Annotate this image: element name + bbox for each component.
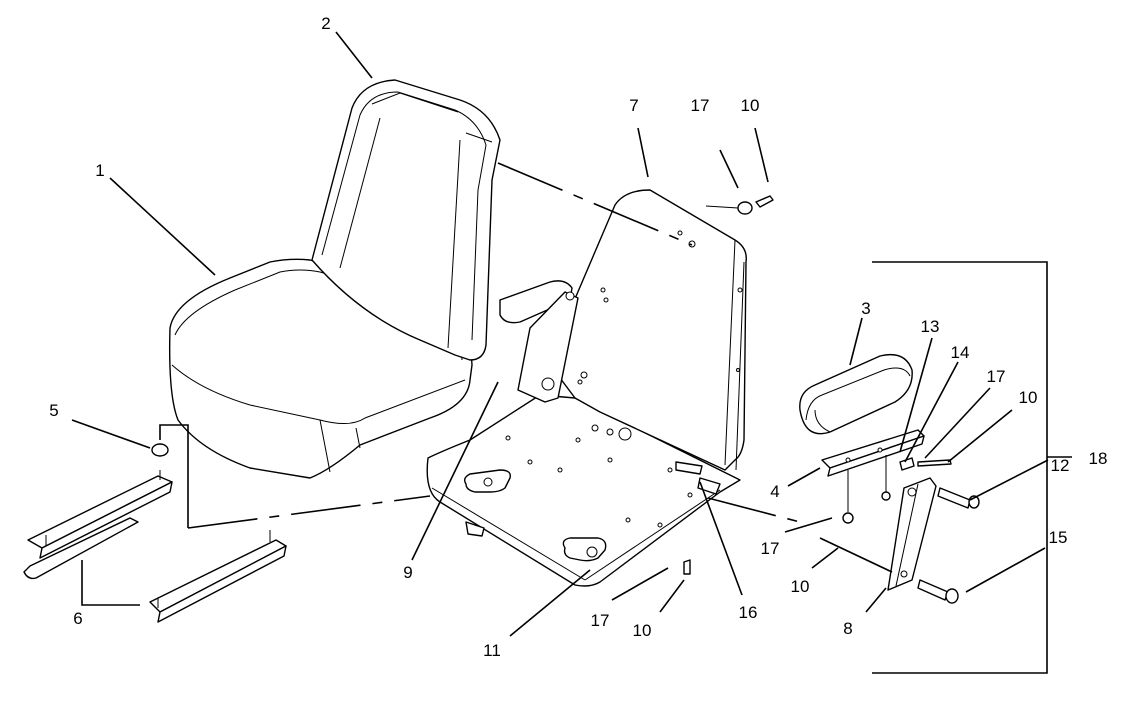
armrest-pad [799,353,913,435]
callout-10-top: 10 [741,96,760,115]
seat-back [311,79,501,361]
callout-10-mid: 10 [791,577,810,596]
callout-10-right: 10 [1019,388,1038,407]
callout-17-top: 17 [691,96,710,115]
callout-17-mid: 17 [761,539,780,558]
callout-4: 4 [770,482,779,501]
callout-13: 13 [921,317,940,336]
callout-8: 8 [843,619,852,638]
callout-11: 11 [483,641,501,660]
callout-1: 1 [95,161,104,180]
cushion-stop [151,443,169,457]
callout-labels: 1 2 3 4 5 6 7 8 9 10 10 10 10 11 12 13 1… [49,14,1107,660]
callout-18: 18 [1089,449,1108,468]
armrest-bracket [821,429,925,477]
left-armrest-assembly [499,280,579,403]
rail-bracket-line [159,424,189,528]
arm-support [887,477,937,591]
seat-pan-frame [426,394,741,587]
leader-lines [71,31,1049,637]
callout-17-bottom: 17 [591,611,610,630]
hidden-line-rail [187,495,431,529]
callout-3: 3 [861,299,870,318]
group-bracket [872,261,1048,674]
callout-16: 16 [739,603,758,622]
back-frame [547,189,747,471]
callout-15: 15 [1049,528,1068,547]
callout-14: 14 [951,343,970,362]
callout-9: 9 [403,563,412,582]
callout-5: 5 [49,401,58,420]
slide-rails [23,470,287,623]
callout-10-bottom: 10 [633,621,652,640]
fasteners [683,195,980,604]
support-leader [819,537,893,573]
callout-2: 2 [321,14,330,33]
callout-17-right: 17 [987,367,1006,386]
callout-12: 12 [1051,456,1070,475]
hidden-line-arm [707,497,801,523]
callout-7: 7 [629,96,638,115]
hidden-line-back [497,162,693,246]
callout-6: 6 [73,609,82,628]
